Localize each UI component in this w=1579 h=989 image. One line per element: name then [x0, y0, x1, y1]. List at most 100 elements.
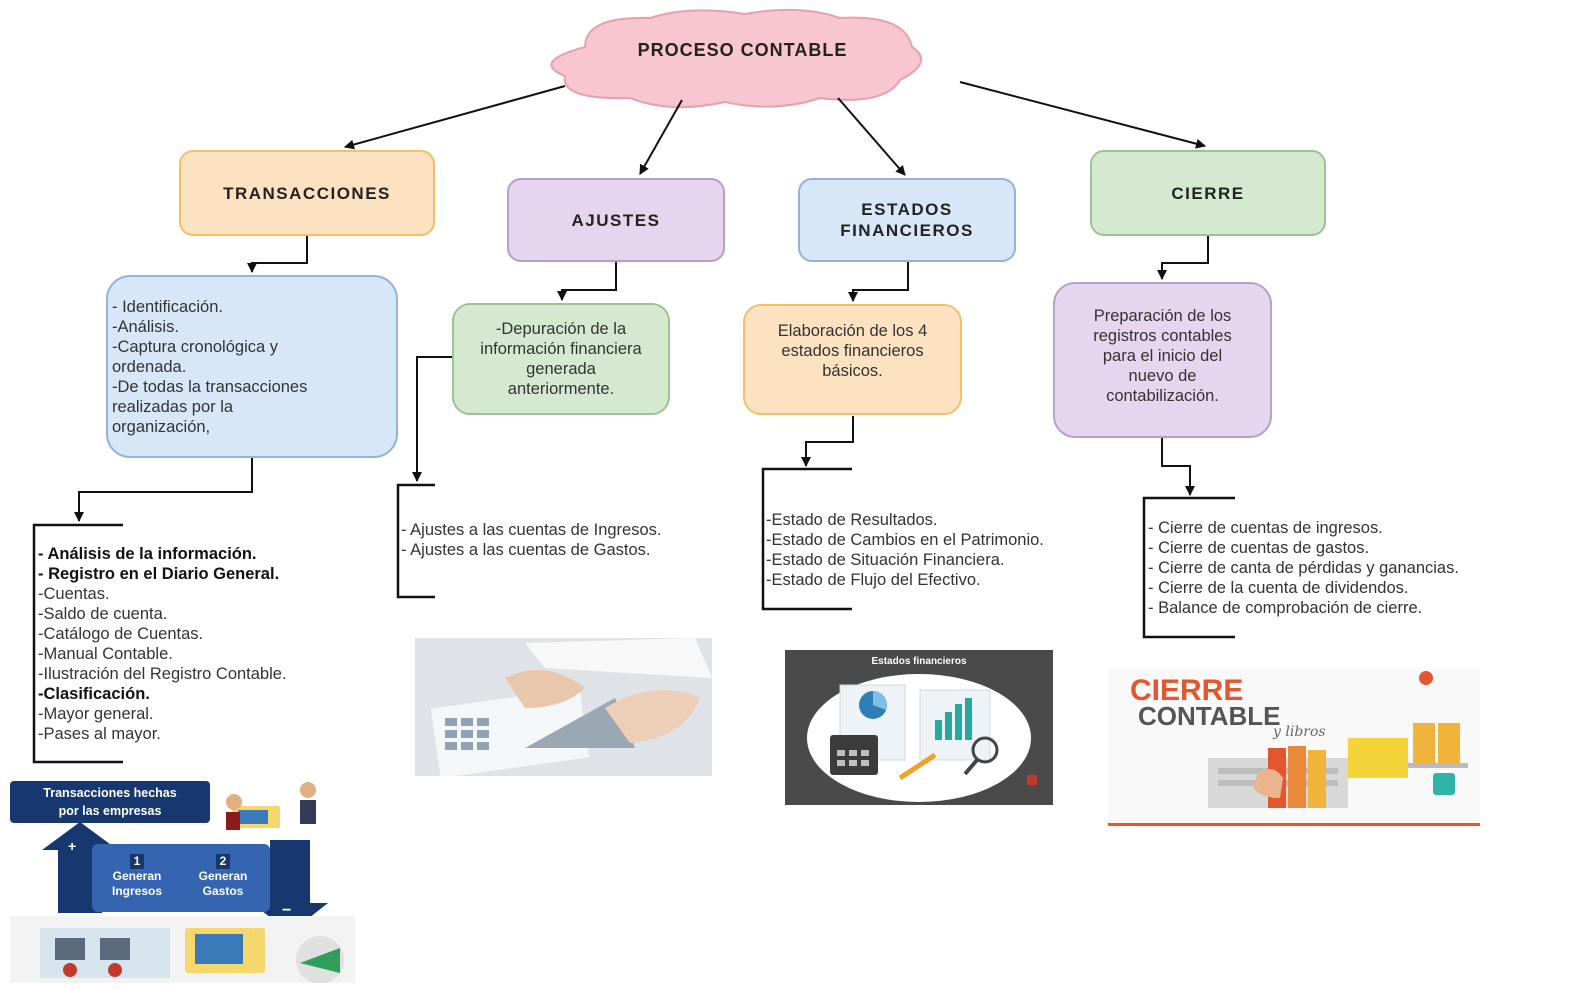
cierre-graphic-title-1: CIERRE	[1130, 674, 1244, 707]
root-cloud-shape	[550, 8, 923, 109]
desc-line: anteriormente.	[507, 380, 615, 398]
desc-line: organización,	[112, 418, 211, 436]
step-1-number: 1	[129, 854, 145, 869]
arrow-to-ajustes	[639, 99, 683, 175]
arrow-to-cierre	[959, 81, 1206, 149]
list-cierre: - Cierre de cuentas de ingresos. - Cierr…	[1148, 518, 1459, 618]
list-item: -Estado de Flujo del Efectivo.	[766, 571, 981, 589]
elbow-transacciones-list	[74, 458, 253, 522]
list-item: - Ajustes a las cuentas de Gastos.	[401, 541, 651, 559]
bracket-ajustes	[396, 483, 435, 599]
elbow-cierre	[1157, 236, 1209, 280]
header-estados-line: ESTADOS	[861, 200, 953, 219]
list-item: -Saldo de cuenta.	[38, 605, 168, 623]
desc-cierre: Preparación de los registros contables p…	[1053, 282, 1272, 438]
desc-transacciones: - Identificación. -Análisis. -Captura cr…	[106, 275, 398, 458]
infographic-steps-panel	[92, 844, 270, 912]
header-estados-financieros: ESTADOS FINANCIEROS	[798, 178, 1016, 262]
elbow-ajustes-list	[412, 356, 452, 482]
desc-line: - Identificación.	[112, 298, 223, 316]
desc-line: Preparación de los	[1093, 307, 1232, 325]
estados-illustration: Estados financieros	[785, 650, 1053, 805]
elbow-ajustes	[557, 262, 617, 301]
infographic-arrows	[10, 782, 355, 983]
desc-line: -Análisis.	[112, 318, 179, 336]
elbow-transacciones	[247, 236, 308, 273]
root-title: PROCESO CONTABLE	[637, 40, 848, 60]
desc-estados: Elaboración de los 4 estados financieros…	[743, 304, 962, 415]
cierre-graphic-script: y libros	[1273, 724, 1326, 740]
cierre-graphic-title-2: CONTABLE	[1138, 701, 1281, 731]
list-item: - Análisis de la información.	[38, 545, 257, 563]
bracket-transacciones	[32, 523, 123, 764]
list-item: -Manual Contable.	[38, 645, 173, 663]
desc-line: generada	[526, 360, 596, 378]
step-2-label: Gastos	[202, 884, 244, 898]
list-item: -Mayor general.	[38, 705, 154, 723]
list-transacciones: - Análisis de la información. - Registro…	[38, 544, 287, 744]
desc-line: Elaboración de los 4	[777, 321, 928, 340]
list-item: - Cierre de la cuenta de dividendos.	[1148, 579, 1409, 597]
desc-line: -Depuración de la	[495, 320, 627, 338]
step-2: 2 Generan Gastos	[182, 854, 264, 899]
list-item: - Registro en el Diario General.	[38, 565, 280, 583]
ajustes-photo-art	[415, 638, 712, 776]
ajustes-photo	[415, 638, 712, 776]
desc-line: nuevo de	[1128, 367, 1197, 385]
list-item: - Cierre de canta de pérdidas y ganancia…	[1148, 559, 1459, 577]
list-item: -Estado de Situación Financiera.	[766, 551, 1005, 569]
list-item: -Cuentas.	[38, 585, 110, 603]
infographic-plus: +	[68, 838, 77, 854]
transacciones-infographic: Transacciones hechas por las empresas + …	[10, 778, 355, 983]
cierre-graphic: CIERRE CONTABLE y libros	[1108, 668, 1480, 828]
list-item: -Estado de Cambios en el Patrimonio.	[766, 531, 1044, 549]
desc-line: -De todas la transacciones	[112, 378, 308, 396]
estados-illustration-caption: Estados financieros	[871, 656, 967, 667]
cierre-graphic-art	[1108, 671, 1480, 826]
list-item: -Clasificación.	[38, 685, 150, 703]
list-item: - Balance de comprobación de cierre.	[1148, 599, 1423, 617]
desc-line: registros contables	[1093, 327, 1232, 345]
desc-line: para el inicio del	[1102, 347, 1223, 365]
list-item: - Ajustes a las cuentas de Ingresos.	[401, 521, 662, 539]
list-item: -Catálogo de Cuentas.	[38, 625, 204, 643]
elbow-estados-list	[801, 416, 854, 467]
list-item: - Cierre de cuentas de gastos.	[1148, 539, 1370, 557]
step-1: 1 Generan Ingresos	[96, 854, 178, 899]
step-1-label: Generan	[112, 869, 162, 883]
header-ajustes-label: AJUSTES	[571, 210, 661, 230]
header-cierre-label: CIERRE	[1171, 183, 1245, 203]
step-2-number: 2	[215, 854, 231, 869]
list-estados: -Estado de Resultados. -Estado de Cambio…	[766, 510, 1044, 590]
arrow-to-estados	[837, 97, 906, 176]
desc-line: estados financieros	[781, 341, 924, 360]
header-transacciones-label: TRANSACCIONES	[223, 183, 391, 203]
header-cierre: CIERRE	[1090, 150, 1326, 236]
infographic-banner: Transacciones hechas por las empresas	[10, 781, 210, 823]
step-2-label: Generan	[198, 869, 248, 883]
elbow-estados	[848, 262, 909, 302]
elbow-cierre-list	[1161, 438, 1195, 496]
desc-line: realizadas por la	[112, 398, 234, 416]
header-estados-line: FINANCIEROS	[840, 221, 974, 240]
header-ajustes: AJUSTES	[507, 178, 725, 262]
desc-transacciones-text: - Identificación. -Análisis. -Captura cr…	[112, 297, 307, 437]
banner-line: Transacciones hechas	[43, 786, 177, 800]
estados-illustration-art	[807, 674, 1037, 802]
desc-line: ordenada.	[112, 358, 187, 376]
desc-ajustes: -Depuración de la información financiera…	[452, 303, 670, 415]
step-1-label: Ingresos	[111, 884, 162, 898]
list-item: -Ilustración del Registro Contable.	[38, 665, 287, 683]
desc-line: -Captura cronológica y	[112, 338, 278, 356]
arrow-to-transacciones	[344, 85, 566, 150]
bracket-estados	[761, 467, 852, 611]
desc-line: básicos.	[822, 361, 883, 380]
desc-line: contabilización.	[1106, 387, 1219, 405]
desc-line: información financiera	[480, 340, 642, 358]
banner-line: por las empresas	[58, 804, 162, 818]
list-item: -Pases al mayor.	[38, 725, 161, 743]
list-item: -Estado de Resultados.	[766, 511, 938, 529]
infographic-minus: −	[282, 902, 292, 919]
bracket-cierre	[1142, 496, 1235, 639]
